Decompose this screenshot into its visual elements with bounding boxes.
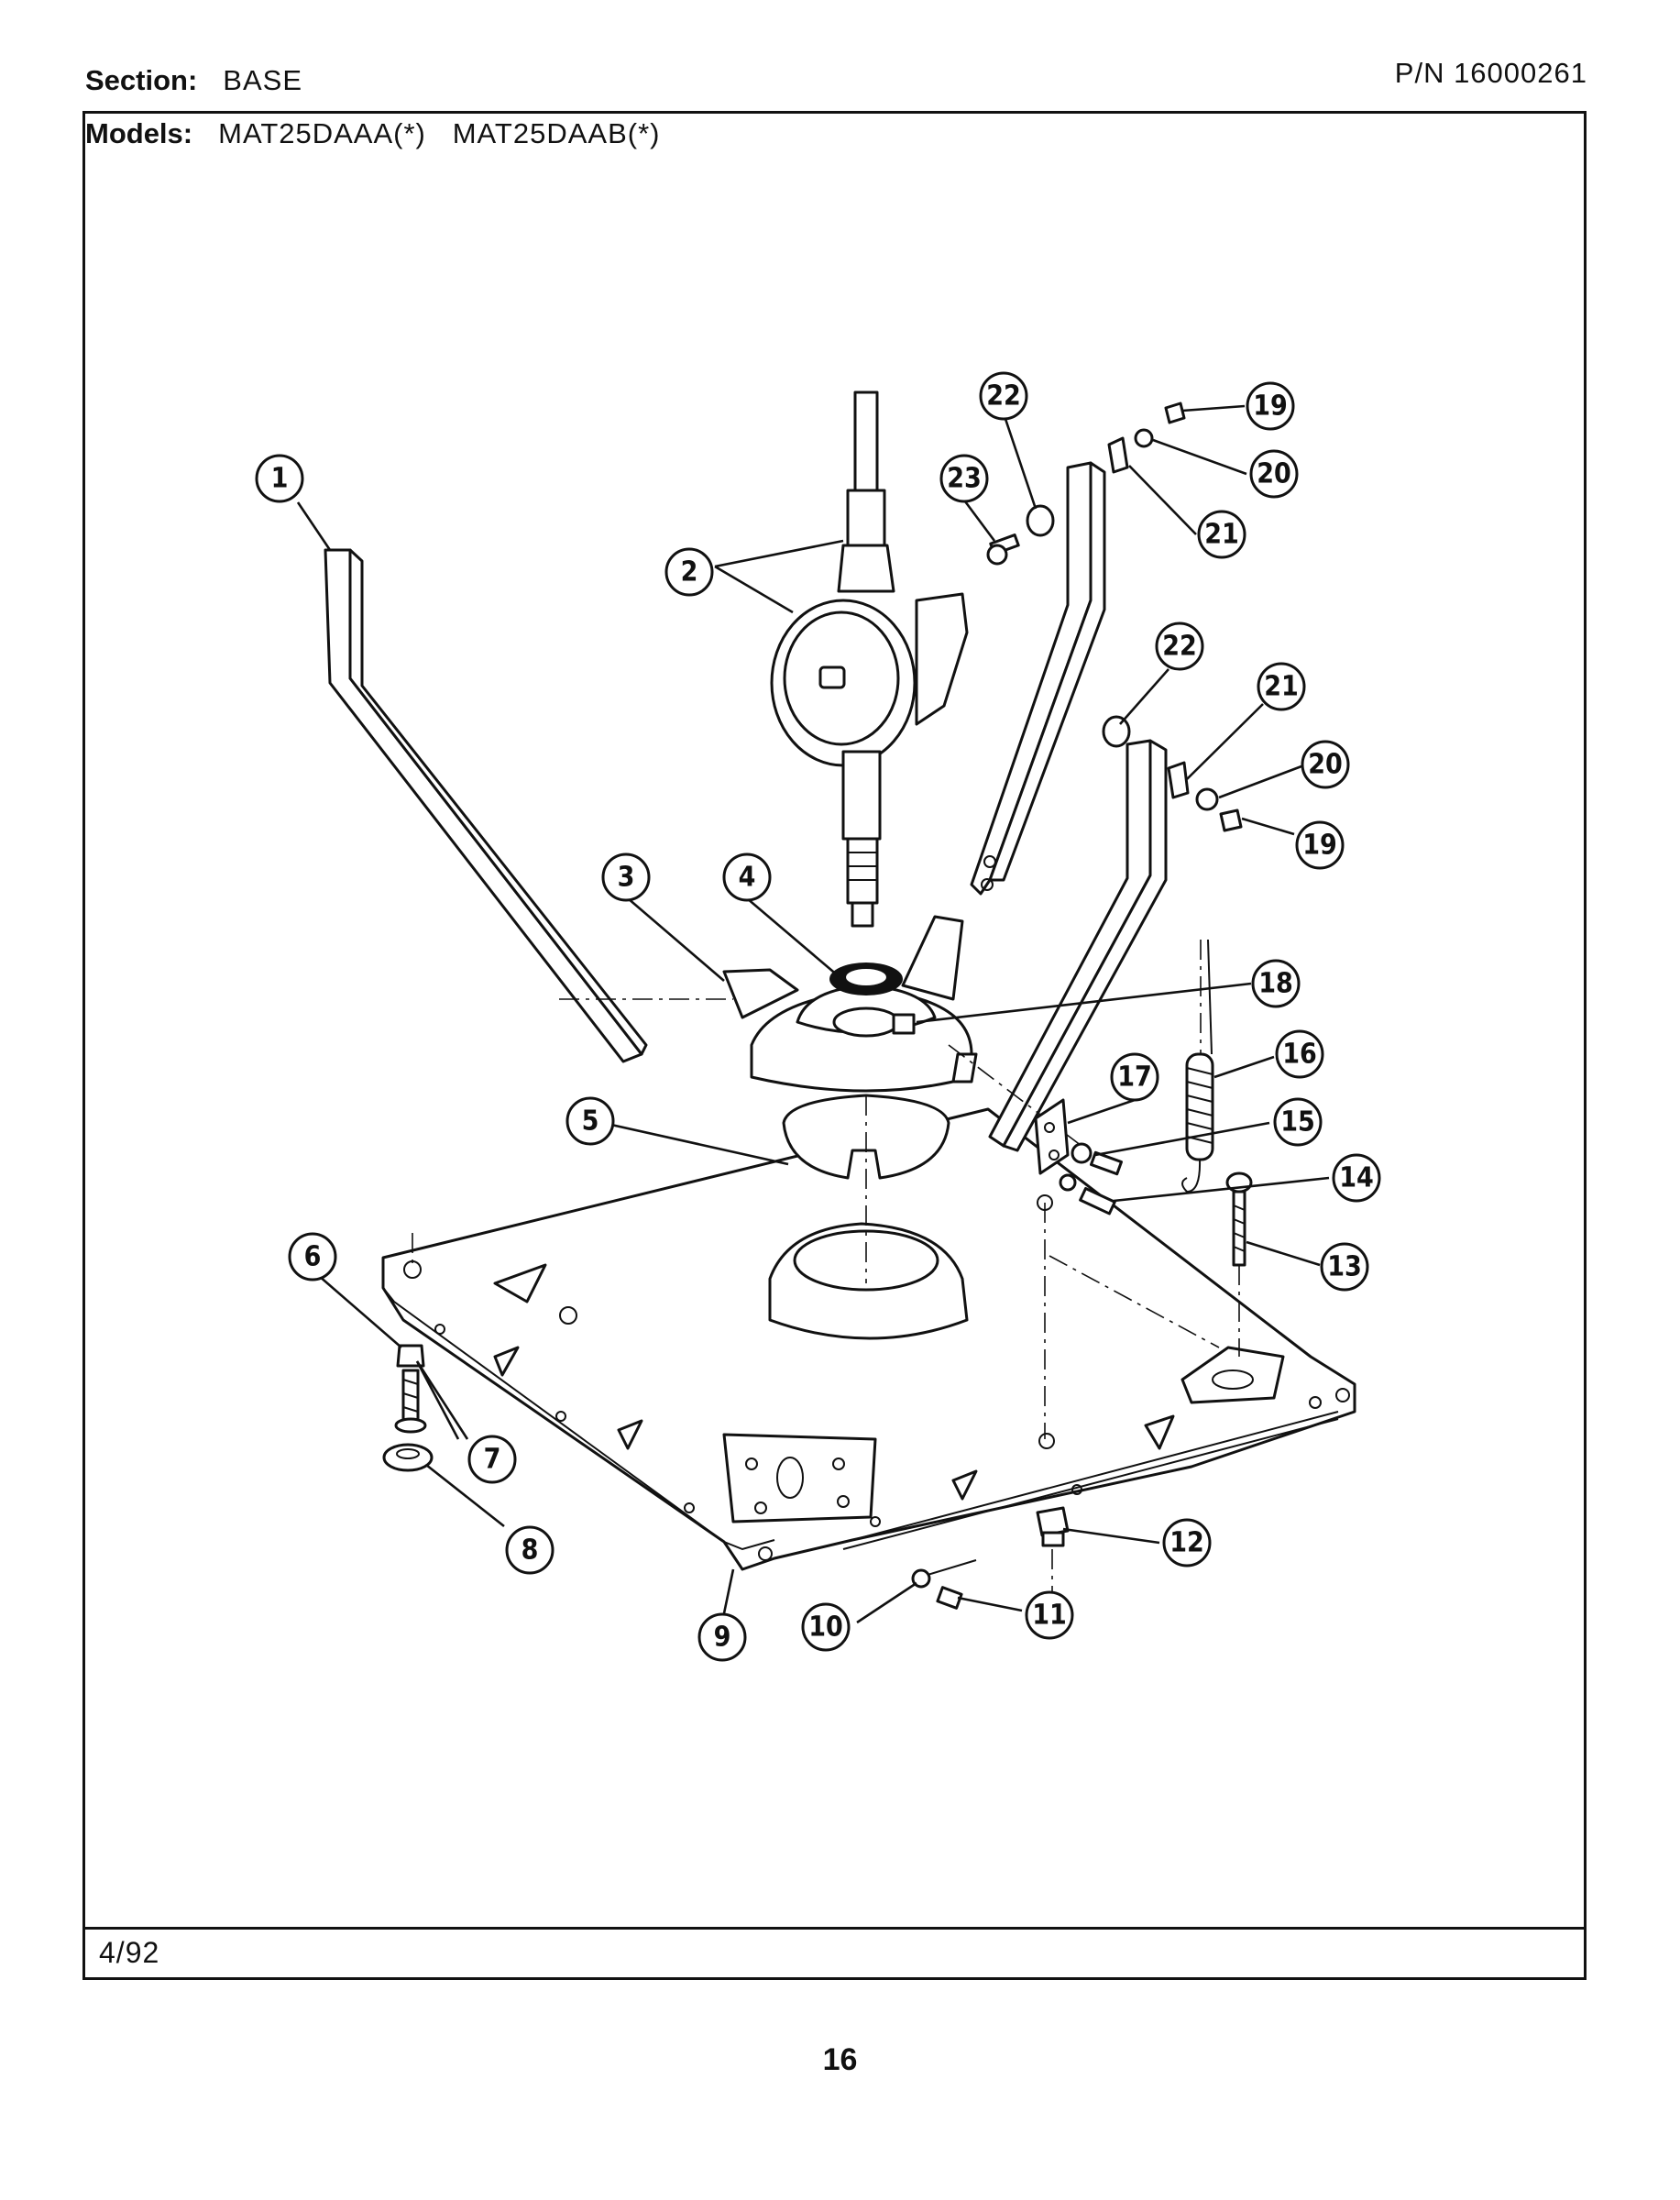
leader-lines (296, 404, 1330, 1624)
svg-text:12: 12 (1169, 1527, 1204, 1559)
svg-text:5: 5 (582, 1106, 599, 1138)
footer-divider (82, 1927, 1587, 1930)
models-label: Models: (85, 117, 193, 149)
revision-date: 4/92 (99, 1936, 160, 1969)
part-2-transmission (770, 390, 969, 928)
callout-11: 11 (1025, 1590, 1074, 1640)
callout-22-top: 22 (979, 371, 1028, 421)
callout-19-lower: 19 (1295, 820, 1345, 870)
diagram-frame (82, 111, 1587, 1980)
callouts: 1 2 3 4 5 6 7 8 9 10 11 12 13 14 15 16 1… (255, 371, 1381, 1662)
callout-7: 7 (467, 1435, 517, 1484)
callout-21-top: 21 (1197, 510, 1246, 559)
svg-text:6: 6 (304, 1241, 322, 1273)
section-title: Section: BASE (85, 64, 302, 97)
callout-17: 17 (1110, 1052, 1159, 1102)
svg-text:1: 1 (271, 463, 289, 495)
callout-14: 14 (1332, 1153, 1381, 1203)
svg-text:23: 23 (947, 463, 982, 495)
svg-text:9: 9 (714, 1622, 731, 1654)
svg-text:21: 21 (1264, 671, 1299, 703)
svg-text:8: 8 (522, 1534, 539, 1567)
callout-22-lower: 22 (1155, 622, 1204, 671)
svg-text:18: 18 (1258, 968, 1293, 1000)
callout-1: 1 (255, 454, 304, 503)
callout-19-top: 19 (1246, 381, 1295, 431)
hardware (382, 402, 1253, 1610)
svg-text:14: 14 (1339, 1162, 1374, 1194)
svg-text:16: 16 (1282, 1039, 1317, 1071)
page-number: 16 (822, 2042, 858, 2077)
svg-text:22: 22 (986, 380, 1021, 412)
svg-text:4: 4 (739, 862, 756, 894)
callout-13: 13 (1320, 1242, 1369, 1292)
callout-2: 2 (664, 547, 714, 597)
callout-15: 15 (1273, 1097, 1323, 1147)
callout-4: 4 (722, 852, 772, 902)
svg-text:2: 2 (681, 556, 698, 588)
svg-text:19: 19 (1302, 830, 1337, 862)
base-plate (381, 1107, 1356, 1571)
part-5-shield (782, 1094, 950, 1283)
svg-text:20: 20 (1257, 458, 1291, 490)
callout-18: 18 (1251, 959, 1301, 1008)
section-label: Section: (85, 64, 198, 96)
svg-text:11: 11 (1032, 1600, 1067, 1632)
svg-text:17: 17 (1117, 1062, 1152, 1094)
callout-12: 12 (1162, 1518, 1212, 1568)
svg-text:13: 13 (1327, 1251, 1362, 1283)
callout-23: 23 (939, 454, 989, 503)
part-number: P/N 16000261 (1394, 57, 1587, 89)
callout-3: 3 (601, 852, 651, 902)
svg-text:15: 15 (1280, 1106, 1315, 1138)
callout-20-lower: 20 (1301, 740, 1350, 789)
part-3-4-18-hub (722, 915, 978, 1093)
svg-text:3: 3 (618, 862, 635, 894)
svg-text:10: 10 (808, 1612, 843, 1644)
svg-text:7: 7 (484, 1444, 501, 1476)
section-value: BASE (223, 64, 303, 96)
part-1-bracket (324, 548, 733, 1063)
svg-text:21: 21 (1204, 519, 1239, 551)
svg-text:19: 19 (1253, 390, 1288, 423)
svg-text:20: 20 (1308, 749, 1343, 781)
callout-21-lower: 21 (1257, 662, 1306, 711)
callout-8: 8 (505, 1525, 555, 1575)
svg-text:22: 22 (1162, 631, 1197, 663)
right-leg-brackets (948, 436, 1190, 1152)
callout-5: 5 (565, 1096, 615, 1146)
models-value: MAT25DAAA(*) MAT25DAAB(*) (218, 117, 661, 149)
callout-9: 9 (697, 1612, 747, 1662)
callout-10: 10 (801, 1602, 851, 1652)
callout-16: 16 (1275, 1029, 1324, 1079)
callout-6: 6 (288, 1232, 337, 1282)
models-line: Models: MAT25DAAA(*) MAT25DAAB(*) (85, 117, 660, 150)
callout-20-top: 20 (1249, 449, 1299, 499)
